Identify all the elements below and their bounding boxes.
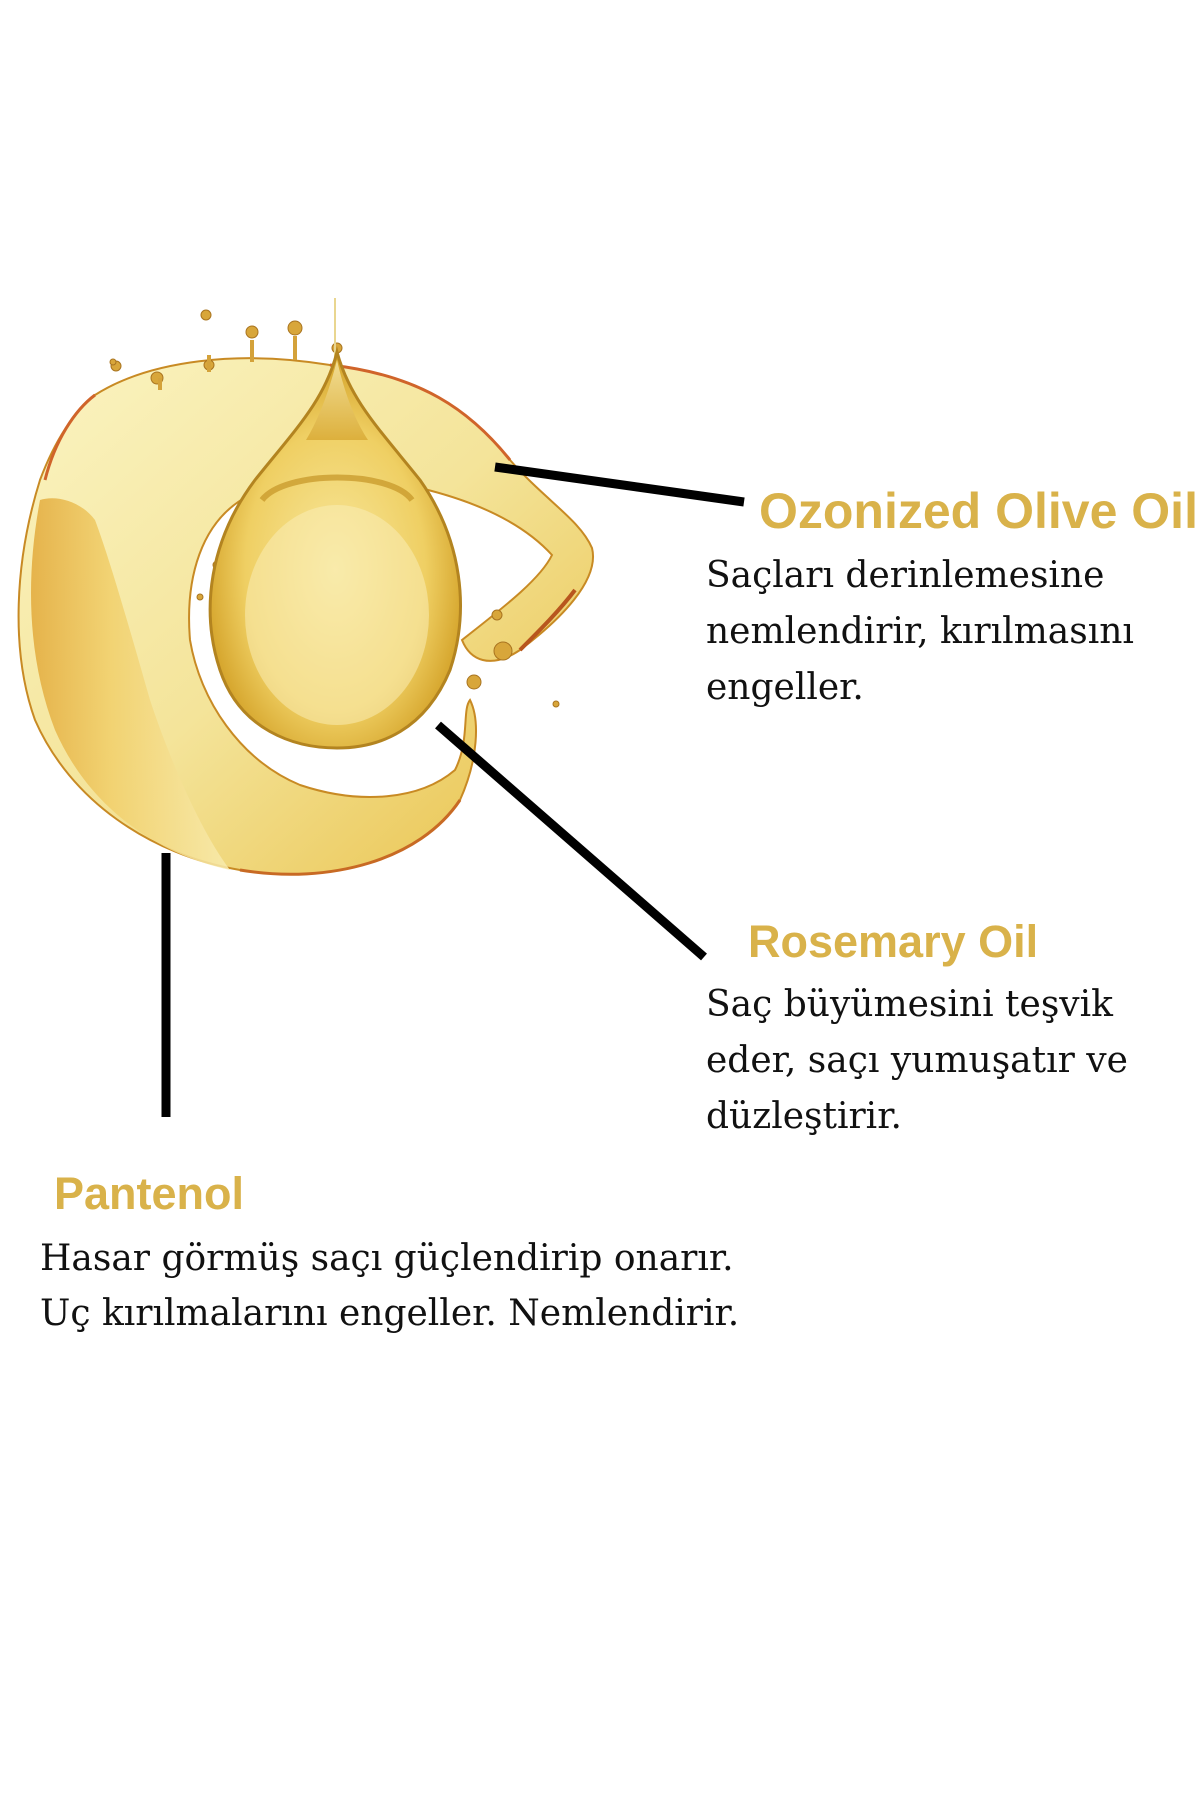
splash-crown [158,336,297,390]
ingredient-title-pantenol: Pantenol [54,1168,245,1219]
description-line: Hasar görmüş saçı güçlendirip onarır. [40,1238,734,1279]
ingredient-description-rosemary-oil: Saç büyümesini teşvik eder, saçı yumuşat… [706,977,1128,1145]
leader-line-rosemary-oil [435,721,707,961]
description-line: Saçları derinlemesine [706,555,1105,596]
oil-drop [208,298,462,750]
leader-lines [161,462,745,1117]
leader-line-ozonized-olive-oil [494,462,745,507]
splash-ring [17,357,595,876]
description-line: Saç büyümesini teşvik [706,984,1113,1025]
description-line: Uç kırılmalarını engeller. Nemlendirir. [40,1293,740,1334]
description-line: nemlendirir, kırılmasını [706,611,1134,652]
description-line: düzleştirir. [706,1096,902,1137]
ingredient-description-ozonized-olive-oil: Saçları derinlemesine nemlendirir, kırıl… [706,548,1134,716]
description-line: eder, saçı yumuşatır ve [706,1040,1128,1081]
ingredient-description-pantenol: Hasar görmüş saçı güçlendirip onarır. Uç… [40,1231,739,1341]
ingredient-title-rosemary-oil: Rosemary Oil [748,916,1039,967]
description-line: engeller. [706,667,864,708]
ingredient-title-ozonized-olive-oil: Ozonized Olive Oil [759,483,1198,539]
